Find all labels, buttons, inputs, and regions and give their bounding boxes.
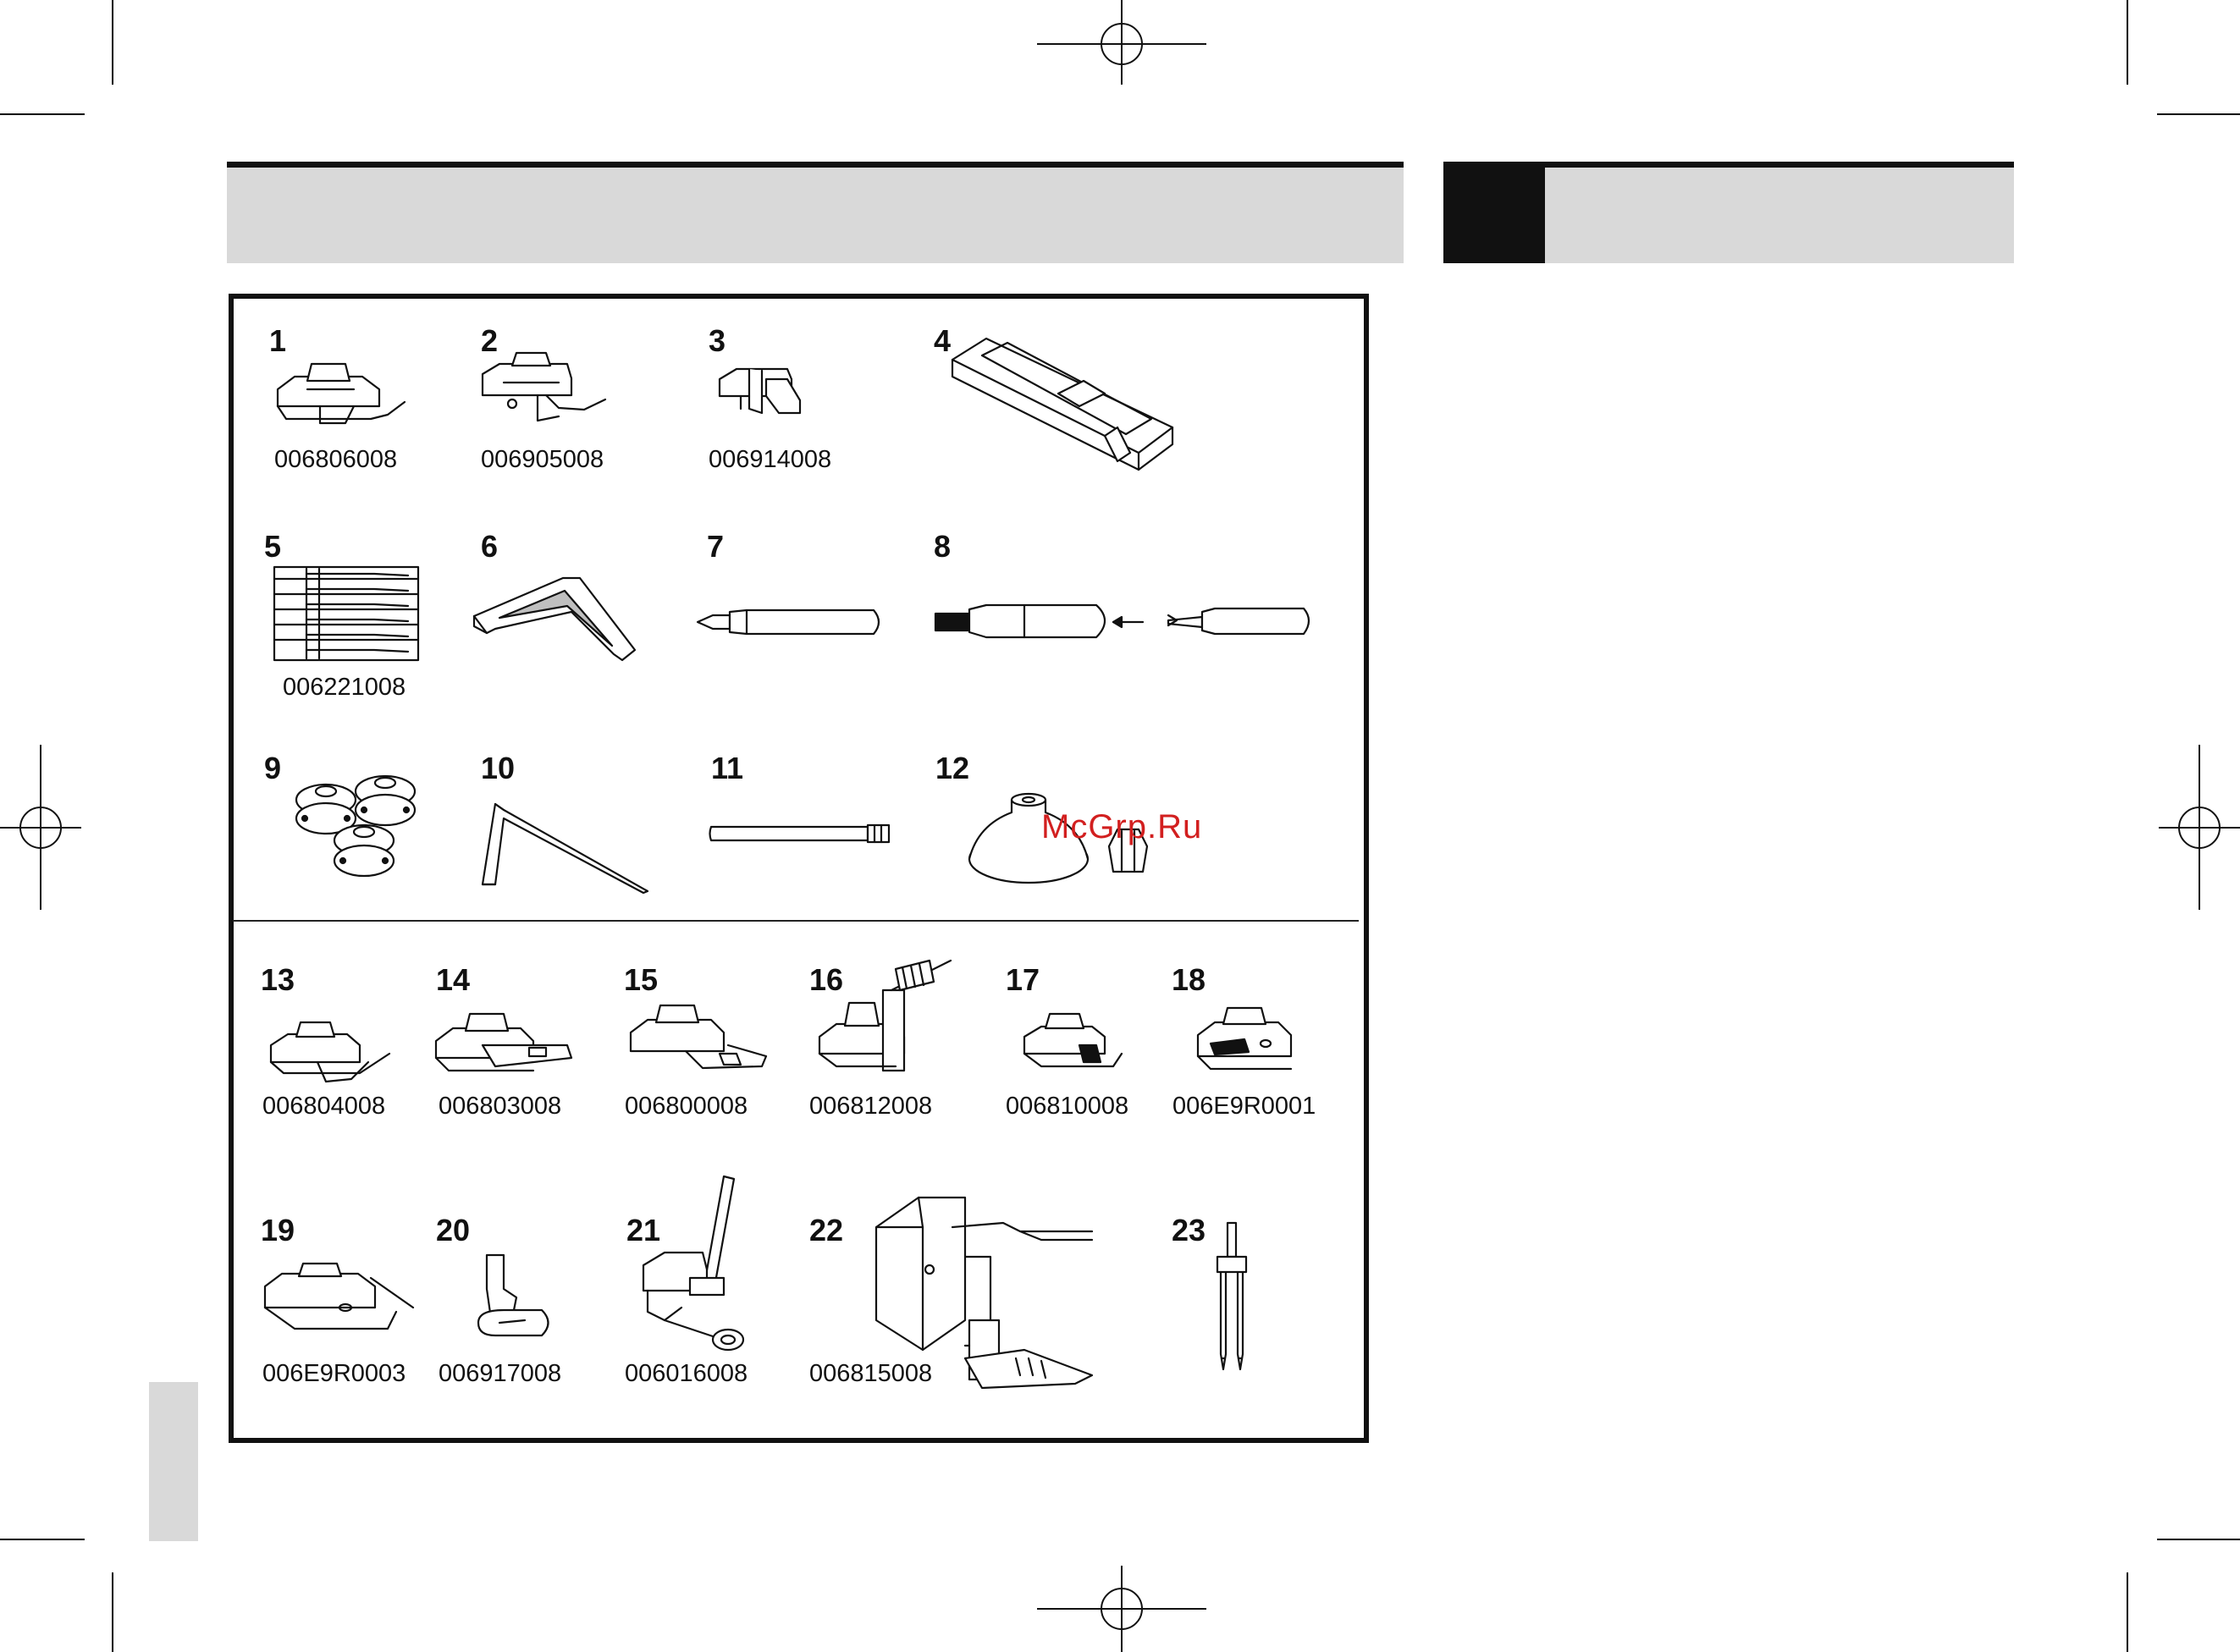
item-number-14: 14 [436,965,470,995]
crop-mark-tr-h [2157,113,2240,115]
item-number-5: 5 [264,531,281,562]
item-number-9: 9 [264,753,281,784]
cording-foot-with-guide-icon [631,1172,766,1350]
quarter-inch-foot-icon [261,1261,417,1346]
watermark-text: McGrp.Ru [1041,808,1202,846]
item-number-15: 15 [624,965,658,995]
item-number-20: 20 [436,1215,470,1246]
item-number-17: 17 [1006,965,1040,995]
header-chapter-block [1443,162,1545,263]
part-code-18: 006E9R0001 [1172,1093,1316,1119]
button-sewing-foot-icon [1194,1005,1304,1086]
spool-pin-icon [707,817,897,851]
needle-pack-icon [273,565,421,663]
part-code-3: 006914008 [709,447,831,472]
item-number-23: 23 [1172,1215,1206,1246]
part-code-13: 006804008 [262,1093,385,1119]
darning-foot-icon [811,956,972,1092]
part-code-15: 006800008 [625,1093,748,1119]
item-number-1: 1 [269,326,286,356]
crop-mark-tl-v [112,0,113,85]
item-number-22: 22 [809,1215,843,1246]
part-code-5: 006221008 [283,675,406,700]
blind-hem-foot-icon [432,1007,580,1092]
registration-target-bottom [1037,1561,1206,1652]
item-number-8: 8 [934,531,951,562]
item-number-3: 3 [709,326,726,356]
part-code-1: 006806008 [274,447,397,472]
item-number-10: 10 [481,753,515,784]
part-code-2: 006905008 [481,447,604,472]
buttonhole-foot-icon [715,362,825,438]
crop-mark-br-v [2127,1572,2128,1652]
rolled-hem-foot-icon [1020,1011,1130,1088]
crop-mark-tl-h [0,113,85,115]
part-code-21: 006016008 [625,1361,748,1386]
side-thumb-tab [149,1382,198,1541]
part-code-17: 006810008 [1006,1093,1128,1119]
part-code-14: 006803008 [439,1093,561,1119]
crop-mark-br-h [2157,1539,2240,1540]
item-number-6: 6 [481,531,498,562]
registration-target-top [1037,0,1206,93]
bobbins-icon [292,766,423,880]
zipper-foot-icon [478,349,614,438]
registration-target-right [2157,745,2240,910]
part-code-19: 006E9R0003 [262,1361,406,1386]
screwdriver-icon [696,605,886,639]
quilting-guide-icon [470,565,639,667]
twin-needle-icon [1209,1219,1255,1388]
crop-mark-bl-h [0,1539,85,1540]
item-number-19: 19 [261,1215,295,1246]
part-code-16: 006812008 [809,1093,932,1119]
crop-mark-bl-v [112,1572,113,1652]
straight-stitch-foot-icon [470,1251,563,1352]
header-bar-left [227,162,1404,263]
panel-divider [233,920,1359,922]
item-number-11: 11 [711,753,743,784]
item-number-18: 18 [1172,965,1206,995]
item-number-13: 13 [261,965,295,995]
crop-mark-tr-v [2127,0,2128,85]
seam-guide-bar-icon [478,800,656,901]
item-number-7: 7 [707,531,724,562]
overcasting-foot-icon [626,999,770,1088]
zigzag-foot-icon [269,355,409,440]
part-code-22: 006815008 [809,1361,932,1386]
part-code-20: 006917008 [439,1361,561,1386]
satin-foot-icon [267,1016,394,1092]
brush-seam-ripper-icon [931,597,1321,647]
buttonhole-slide-foot-icon [948,334,1177,482]
registration-target-left [0,745,85,910]
